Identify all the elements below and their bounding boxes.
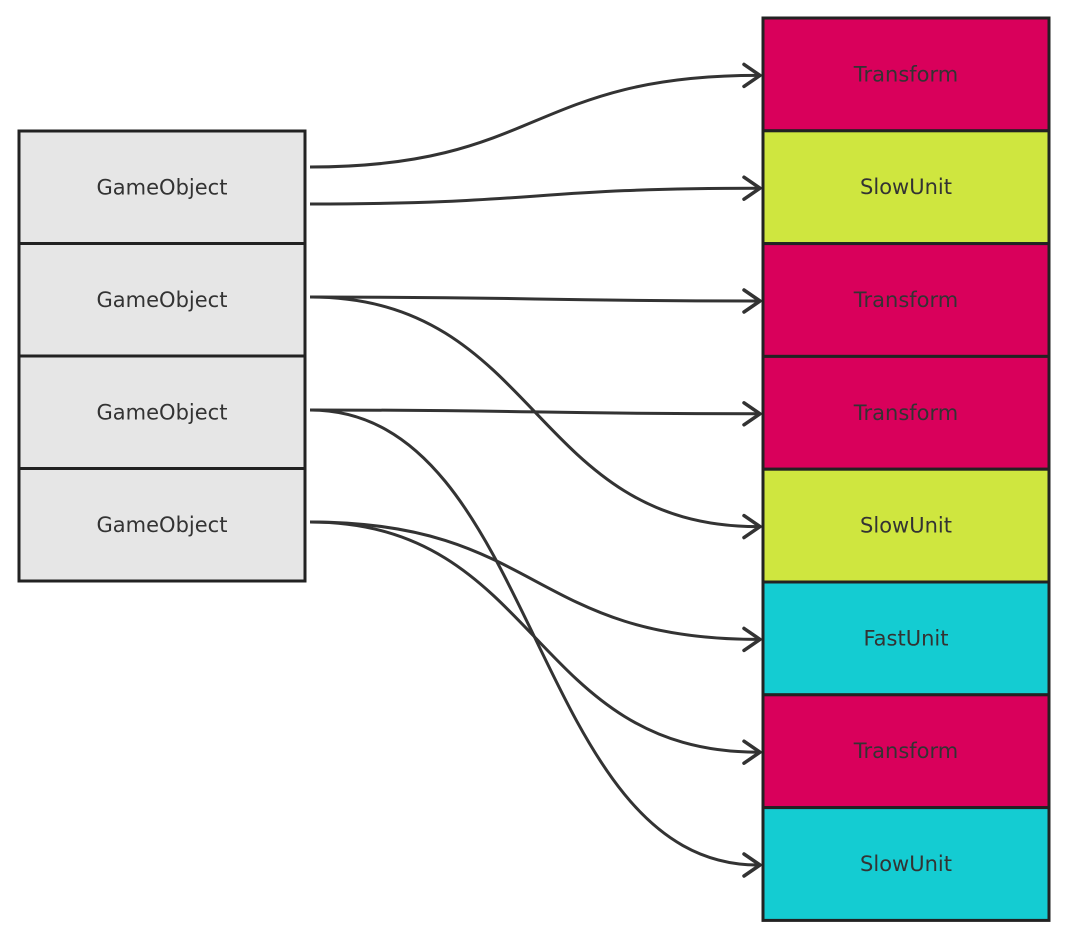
left-node-box: [17, 467, 307, 583]
right-node-box: [761, 580, 1051, 697]
right-node-slowunit: SlowUnit: [761, 806, 1051, 922]
right-node-box: [761, 467, 1051, 584]
right-node-label: SlowUnit: [860, 852, 952, 876]
right-node-label: Transform: [853, 401, 958, 425]
right-node-label: SlowUnit: [860, 175, 952, 199]
connector-arrow: [309, 520, 762, 765]
connector-line: [309, 295, 759, 303]
right-node-box: [761, 16, 1051, 133]
arrowhead-icon: [742, 288, 762, 314]
connector-arrow: [309, 175, 762, 206]
arrowhead-icon: [742, 401, 762, 427]
connector-line: [309, 520, 759, 754]
connector-line: [309, 408, 759, 416]
left-node-label: GameObject: [97, 175, 228, 199]
connector-arrow: [309, 401, 762, 427]
right-node-label: SlowUnit: [860, 514, 952, 538]
right-node-transform: Transform: [761, 693, 1051, 810]
left-node-box: [17, 129, 307, 245]
connector-arrow: [309, 288, 762, 314]
right-node-box: [761, 354, 1051, 471]
left-node-gameobject: GameObject: [17, 129, 307, 245]
arrowhead-icon: [742, 513, 762, 540]
right-node-box: [761, 806, 1051, 922]
connector-arrow: [309, 295, 762, 540]
left-node-gameobject: GameObject: [17, 354, 307, 470]
left-node-label: GameObject: [97, 288, 228, 312]
arrowhead-icon: [742, 739, 762, 765]
left-node-label: GameObject: [97, 513, 228, 537]
right-node-transform: Transform: [761, 242, 1051, 358]
left-node-label: GameObject: [97, 400, 228, 424]
connector-arrow: [309, 408, 762, 878]
connector-arrow: [309, 520, 762, 653]
left-node-box: [17, 242, 307, 358]
left-node-gameobject: GameObject: [17, 467, 307, 583]
connector-line: [309, 73, 759, 169]
arrowhead-icon: [742, 175, 762, 201]
left-node-box: [17, 354, 307, 470]
right-node-label: Transform: [853, 62, 958, 86]
right-node-transform: Transform: [761, 354, 1051, 471]
connector-line: [309, 520, 759, 641]
arrowhead-icon: [742, 626, 762, 653]
right-node-slowunit: SlowUnit: [761, 467, 1051, 584]
right-node-box: [761, 242, 1051, 358]
connector-arrow: [309, 62, 762, 169]
arrowhead-icon: [742, 852, 762, 878]
arrowhead-icon: [742, 62, 762, 89]
left-node-gameobject: GameObject: [17, 242, 307, 358]
right-node-slowunit: SlowUnit: [761, 129, 1051, 246]
right-nodes: TransformSlowUnitTransformTransformSlowU…: [761, 16, 1051, 922]
right-node-transform: Transform: [761, 16, 1051, 133]
right-node-box: [761, 693, 1051, 810]
edges-layer: [309, 62, 762, 878]
connector-line: [309, 186, 759, 206]
right-node-label: Transform: [853, 288, 958, 312]
right-node-label: FastUnit: [864, 626, 949, 650]
right-node-label: Transform: [853, 739, 958, 763]
right-node-fastunit: FastUnit: [761, 580, 1051, 697]
right-node-box: [761, 129, 1051, 246]
